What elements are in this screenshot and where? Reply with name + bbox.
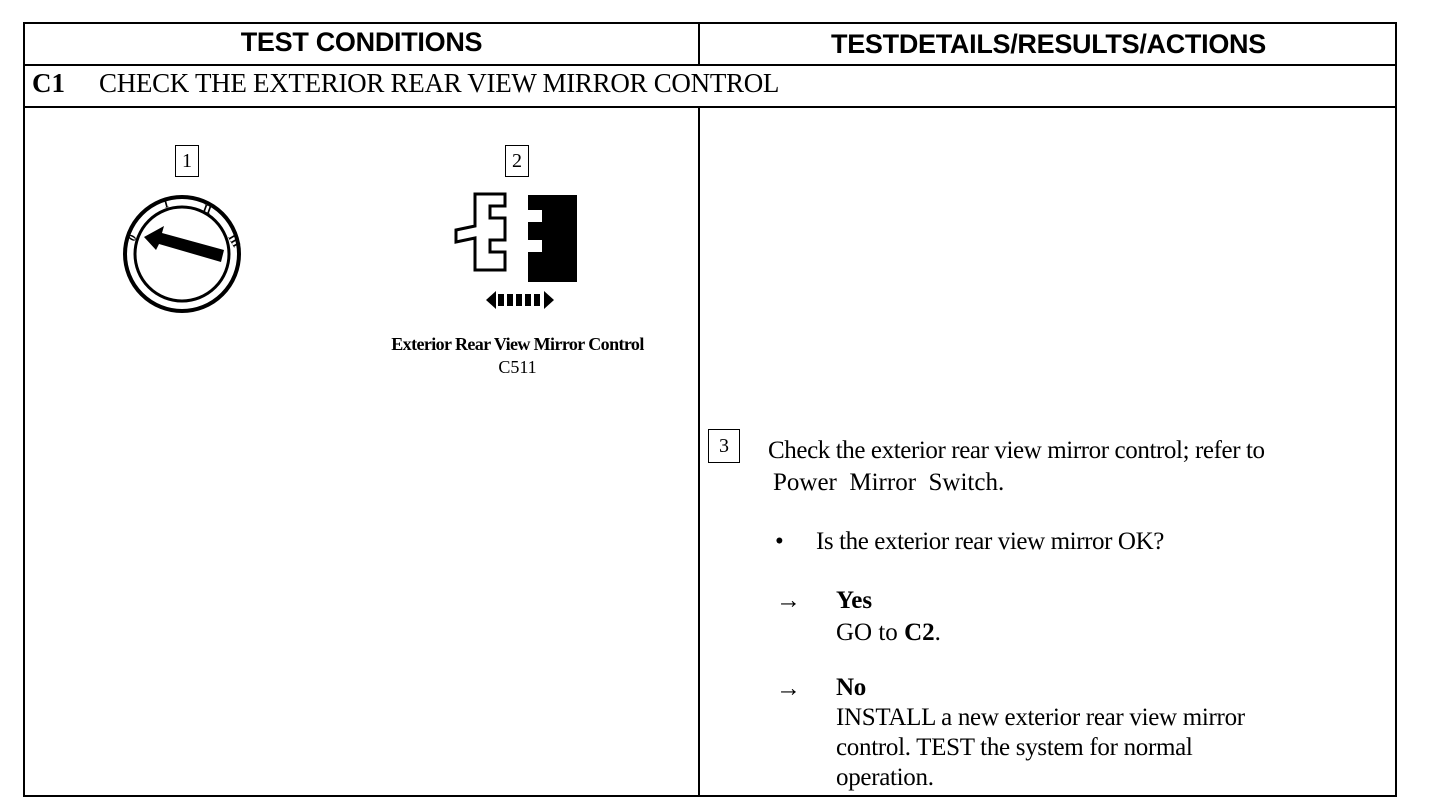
instruction-line-2: Power Mirror Switch. — [773, 469, 1005, 496]
ignition-switch-icon: 0 I II III — [123, 195, 242, 313]
instruction-line-1: Check the exterior rear view mirror cont… — [768, 437, 1265, 464]
connector-caption-name: Exterior Rear View Mirror Control — [391, 334, 644, 354]
yes-label: Yes — [836, 587, 873, 614]
yes-action: GO to C2. — [836, 617, 941, 649]
no-arrow: → — [776, 675, 801, 702]
connector-caption: Exterior Rear View Mirror Control C511 — [330, 334, 705, 378]
svg-text:II: II — [201, 203, 213, 217]
yes-answer: Yes GO to C2. — [836, 585, 941, 649]
no-action-line-3: operation. — [836, 764, 934, 791]
step-rule — [23, 106, 1397, 108]
no-action-line-1: INSTALL a new exterior rear view mirror — [836, 704, 1245, 731]
connector-caption-id: C511 — [498, 357, 537, 377]
header-test-details: TESTDETAILS/RESULTS/ACTIONS — [831, 29, 1266, 59]
step-id: C1 — [32, 68, 65, 98]
question-text: Is the exterior rear view mirror OK? — [816, 528, 1164, 555]
step-title: CHECK THE EXTERIOR REAR VIEW MIRROR CONT… — [99, 68, 780, 98]
yes-action-prefix: GO to — [836, 619, 905, 646]
figure-2-number: 2 — [505, 145, 529, 177]
no-label: No — [836, 674, 866, 701]
no-answer: No INSTALL a new exterior rear view mirr… — [836, 673, 1245, 793]
procedure-table — [23, 22, 1397, 797]
svg-text:0: 0 — [126, 232, 139, 243]
header-test-conditions: TEST CONDITIONS — [240, 27, 483, 57]
step-title-row: C1 CHECK THE EXTERIOR REAR VIEW MIRROR C… — [24, 68, 1394, 104]
yes-action-ref[interactable]: C2 — [904, 619, 935, 646]
connector-icon — [454, 192, 577, 309]
svg-text:III: III — [225, 233, 242, 250]
no-action-line-2: control. TEST the system for normal — [836, 734, 1193, 761]
instruction-number: 3 — [708, 429, 740, 463]
question-bullet: • — [775, 528, 784, 555]
header-rule — [23, 64, 1397, 66]
column-divider — [698, 22, 700, 797]
svg-text:I: I — [163, 198, 170, 211]
yes-arrow: → — [776, 587, 801, 614]
figure-1-number: 1 — [175, 145, 199, 177]
instruction-text: Check the exterior rear view mirror cont… — [768, 435, 1393, 499]
yes-action-suffix: . — [934, 619, 941, 646]
step-row-mask — [697, 66, 701, 106]
